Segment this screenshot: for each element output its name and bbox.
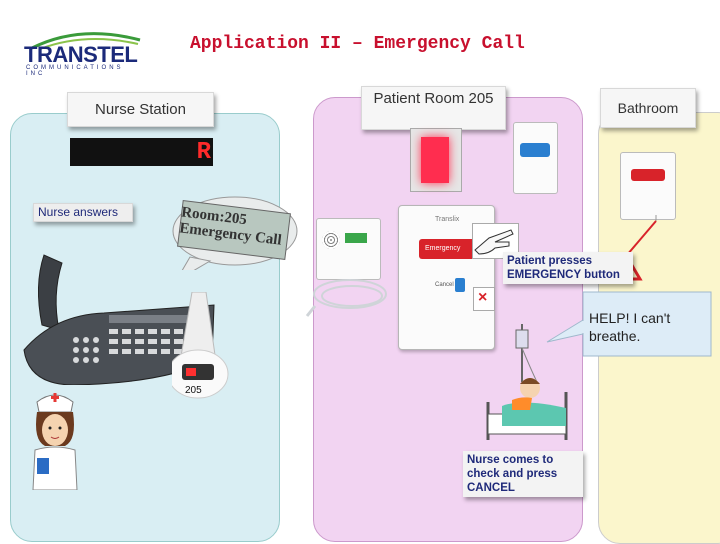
nurse-answers-label: Nurse answers bbox=[33, 203, 133, 222]
call-unit-brand: Translix bbox=[435, 216, 460, 223]
corridor-lamp-light bbox=[421, 137, 449, 183]
hand-callout bbox=[472, 223, 519, 259]
button-205-label: 205 bbox=[185, 385, 202, 396]
speaker-unit-button bbox=[345, 233, 367, 243]
cable-icon bbox=[305, 279, 387, 317]
patient-room-label: Patient Room 205 bbox=[361, 86, 506, 130]
logo-swoosh-icon bbox=[31, 32, 141, 50]
small-call-unit bbox=[513, 122, 558, 194]
pointing-hand-icon bbox=[474, 229, 514, 255]
bathroom-label: Bathroom bbox=[600, 88, 696, 128]
bathroom-call-button bbox=[631, 169, 665, 181]
page-title: Application II – Emergency Call bbox=[190, 34, 525, 54]
desk-phone-icon bbox=[23, 254, 215, 385]
help-bubble bbox=[546, 291, 712, 357]
nurse-station-label: Nurse Station bbox=[67, 92, 214, 127]
lcd-bubble bbox=[172, 196, 298, 270]
cancel-x-icon: × bbox=[478, 289, 488, 306]
speaker-grille bbox=[322, 231, 340, 249]
led-display-text: R bbox=[196, 139, 211, 166]
corridor-lamp bbox=[410, 128, 462, 192]
nurse-comes-note: Nurse comes to check and press CANCEL bbox=[463, 451, 583, 497]
emergency-button[interactable]: Emergency bbox=[419, 239, 477, 259]
cancel-label: Cancel bbox=[435, 282, 454, 288]
logo-subtext: COMMUNICATIONS INC bbox=[26, 65, 124, 77]
cancel-x-callout: × bbox=[473, 287, 495, 311]
bathroom-call-unit bbox=[620, 152, 676, 220]
nurse-icon bbox=[32, 393, 78, 490]
logo-text: TRANSTEL bbox=[24, 42, 138, 67]
led-display: R bbox=[70, 138, 213, 166]
logo: TRANSTEL COMMUNICATIONS INC bbox=[20, 30, 145, 77]
patient-presses-note: Patient presses EMERGENCY button bbox=[503, 252, 633, 284]
help-text: HELP! I can't breathe. bbox=[589, 310, 671, 344]
cancel-button[interactable] bbox=[455, 278, 465, 292]
patient-in-bed-icon bbox=[486, 324, 568, 440]
button-pointer bbox=[172, 292, 229, 399]
small-call-unit-button bbox=[520, 143, 550, 157]
